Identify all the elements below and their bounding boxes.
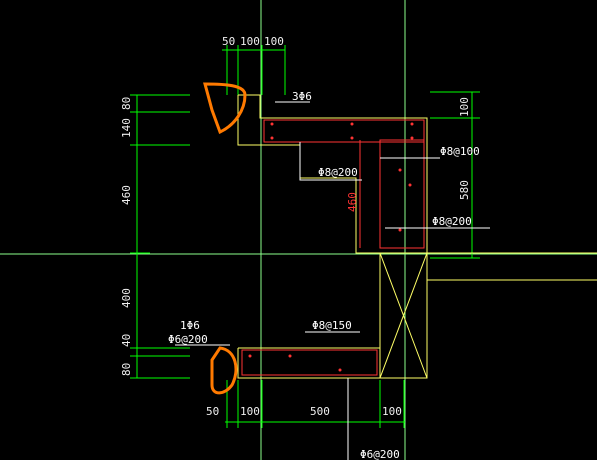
right-dimension-lines	[430, 91, 480, 259]
dim-left-460: 460	[120, 185, 133, 205]
break-mark-top	[203, 82, 247, 135]
outline-inner	[237, 95, 597, 379]
label-phi8-100: Φ8@100	[440, 145, 480, 158]
dim-right-100: 100	[458, 97, 471, 117]
column-cross-2	[379, 252, 428, 379]
rebar-dots	[248, 122, 414, 372]
label-phi6-200: Φ6@200	[168, 333, 208, 346]
dim-top-50: 50	[222, 35, 235, 48]
dim-left-140: 140	[120, 118, 133, 138]
label-3phi6: 3Φ6	[292, 90, 312, 103]
dim-bot-500: 500	[310, 405, 330, 418]
label-phi8-200a: Φ8@200	[318, 166, 358, 179]
rebar-top-beam	[263, 119, 425, 143]
dim-right-580: 580	[458, 180, 471, 200]
dim-bot-100b: 100	[382, 405, 402, 418]
label-phi8-200b: Φ8@200	[432, 215, 472, 228]
dim-top-100b: 100	[264, 35, 284, 48]
rebar-bottom-beam	[241, 349, 378, 376]
leader-lines	[175, 101, 490, 460]
break-mark-bottom	[210, 346, 238, 395]
dim-left-400: 400	[120, 288, 133, 308]
label-phi8-150: Φ8@150	[312, 319, 352, 332]
dim-bot-100a: 100	[240, 405, 260, 418]
dim-top-100a: 100	[240, 35, 260, 48]
rebar-lines	[241, 119, 425, 376]
outline-top	[238, 94, 428, 253]
label-1phi6: 1Φ6	[180, 319, 200, 332]
label-460-rebar: 460	[346, 192, 359, 212]
left-dimension-lines	[130, 94, 190, 379]
dim-left-80: 80	[120, 97, 133, 110]
column-box	[379, 252, 428, 379]
top-dimension-lines	[222, 45, 286, 95]
break-marks	[203, 82, 247, 395]
dim-left-80b: 80	[120, 363, 133, 376]
dim-bot-50: 50	[206, 405, 219, 418]
concrete-outline	[237, 94, 597, 379]
rebar-column	[379, 139, 425, 249]
leader-mid	[299, 142, 362, 181]
label-phi6-200-low: Φ6@200	[360, 448, 400, 460]
outline-bottom	[237, 348, 380, 379]
dim-left-40: 40	[120, 334, 133, 347]
bottom-dimension-lines	[225, 380, 405, 428]
